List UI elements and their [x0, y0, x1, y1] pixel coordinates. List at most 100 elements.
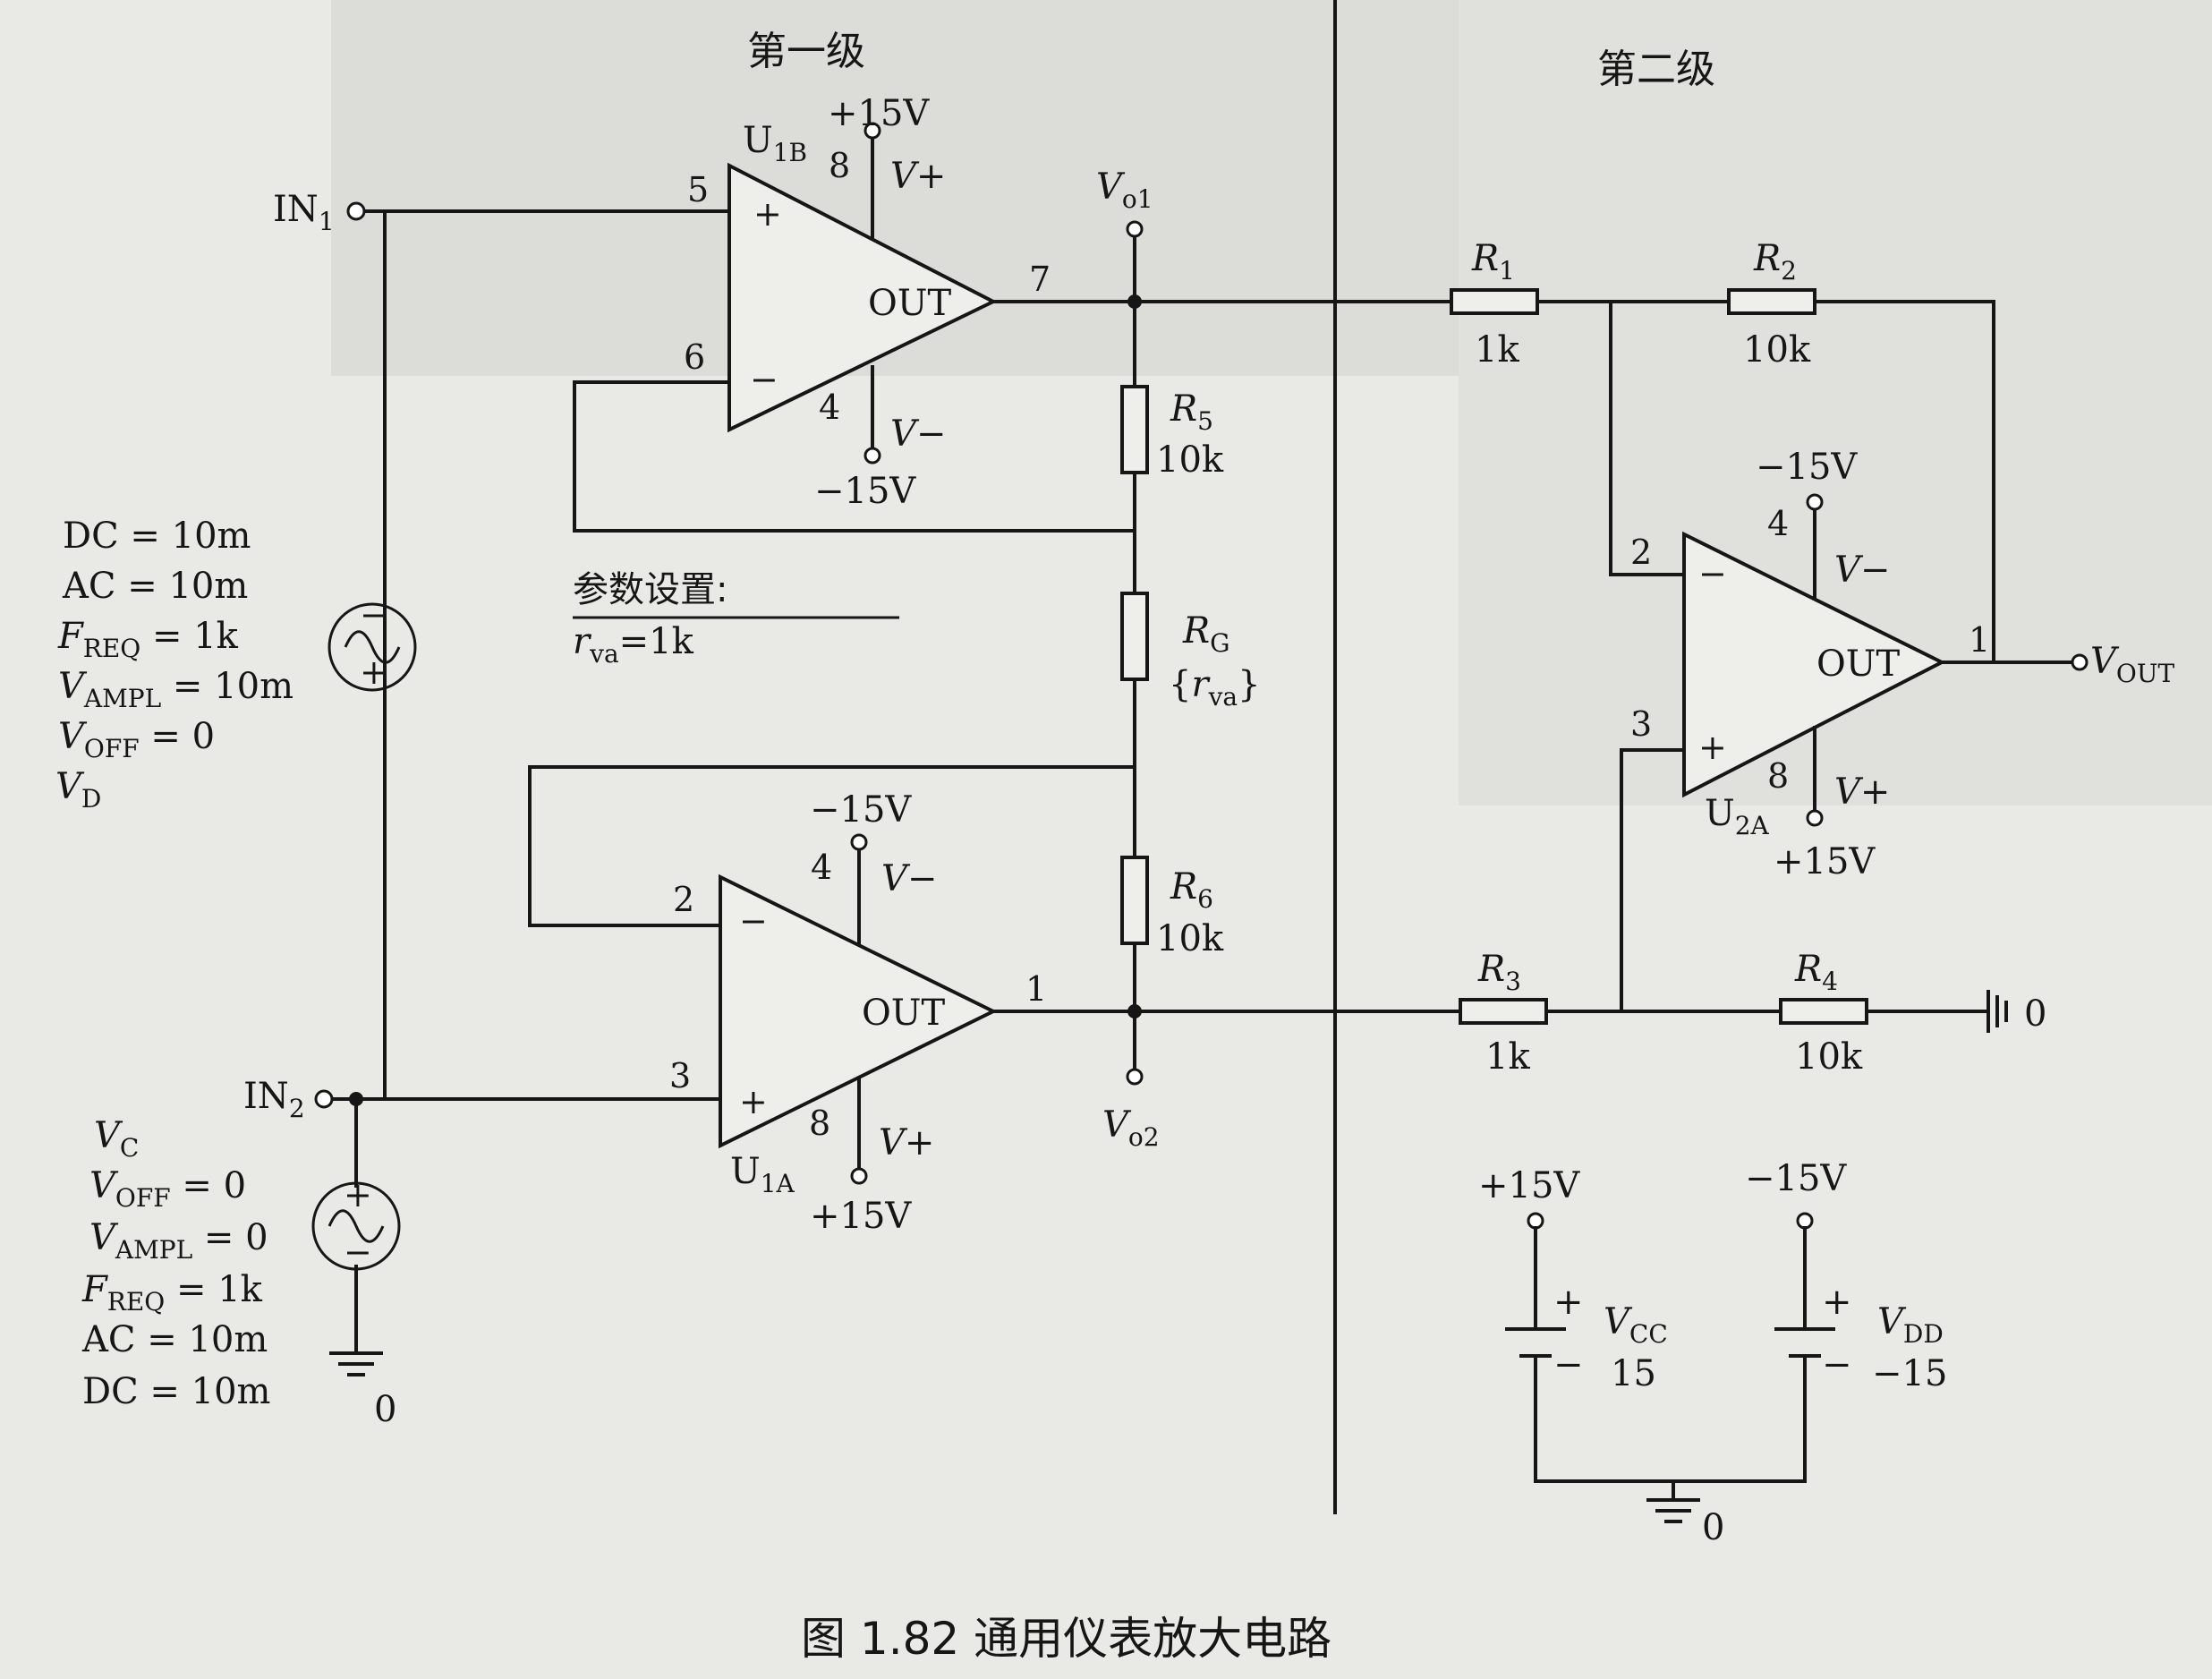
vd-voff: VOFF = 0	[58, 716, 215, 763]
vc-ac: AC = 10m	[81, 1319, 268, 1360]
u2a-vminus-label: V−	[1834, 550, 1890, 591]
resistor-r2[interactable]: R2 10k	[1727, 238, 1816, 371]
u1a-name: U1A	[730, 1151, 795, 1198]
u1b-supply-top-label: +15V	[828, 93, 930, 134]
r6-value: 10k	[1156, 918, 1224, 959]
svg-text:+: +	[360, 652, 388, 692]
vd-name: VD	[55, 766, 101, 814]
resistor-r1[interactable]: R1 1k	[1450, 238, 1539, 371]
u1b-plus-sign: +	[753, 194, 782, 234]
vc-freq: FREQ = 1k	[81, 1269, 263, 1317]
wiring	[328, 209, 2075, 1353]
vo2-terminal[interactable]	[1126, 1068, 1144, 1086]
opamp-u1a: − + OUT 2 3 1 4 8 −15V +15V V− V+ U1A	[669, 789, 1047, 1237]
u1b-pin-5: 5	[687, 170, 709, 209]
vc-ground-label: 0	[374, 1389, 396, 1430]
rg-name: RG	[1182, 610, 1230, 658]
u2a-pin-4: 4	[1767, 504, 1789, 543]
u2a-supply-top-label: −15V	[1756, 447, 1858, 488]
junction-dots	[349, 294, 1142, 1106]
vd-vampl: VAMPL = 10m	[58, 666, 294, 713]
resistor-r5[interactable]: R5 10k	[1120, 385, 1224, 481]
u2a-pin-8: 8	[1767, 756, 1789, 796]
vo1-label: Vo1	[1096, 166, 1153, 214]
r4-ground-label: 0	[2024, 993, 2046, 1035]
vc-voff: VOFF = 0	[89, 1165, 246, 1213]
u2a-name: U2A	[1705, 793, 1770, 840]
in2-label: IN2	[243, 1076, 305, 1123]
r4-value: 10k	[1795, 1036, 1863, 1078]
resistor-r6[interactable]: R6 10k	[1120, 856, 1224, 959]
voltage-source-vc[interactable]: + −	[311, 1175, 401, 1272]
u1b-vminus-label: V−	[890, 413, 946, 455]
rg-value: {rva}	[1169, 664, 1261, 712]
vdd-minus-sign: −	[1822, 1344, 1852, 1385]
vo1-terminal[interactable]	[1126, 220, 1144, 238]
vo2-label: Vo2	[1102, 1104, 1160, 1152]
u1a-pin-4: 4	[811, 848, 832, 887]
stage1-heading: 第一级	[747, 29, 865, 74]
u1a-supply-bottom-terminal[interactable]	[850, 1167, 868, 1185]
vcc-value: 15	[1611, 1353, 1656, 1394]
resistor-r4[interactable]: R4 10k	[1779, 949, 1868, 1078]
r6-name: R6	[1170, 866, 1213, 914]
resistor-rg[interactable]: RG {rva}	[1120, 592, 1261, 712]
voltage-source-vd[interactable]: − +	[328, 595, 417, 692]
u1a-out-label: OUT	[862, 993, 946, 1034]
u2a-plus-sign: +	[1698, 728, 1727, 767]
vcc-name: VCC	[1604, 1301, 1668, 1349]
u2a-pin-1: 1	[1969, 620, 1990, 660]
u1a-supply-top-terminal[interactable]	[850, 833, 868, 851]
param-title: 参数设置:	[573, 569, 727, 610]
u1a-supply-top-label: −15V	[810, 789, 912, 831]
vcc-top-label: +15V	[1478, 1165, 1580, 1206]
u2a-supply-bottom-terminal[interactable]	[1806, 809, 1824, 827]
vd-freq: FREQ = 1k	[57, 616, 239, 663]
dc-supply-vcc[interactable]: +15V + − VCC 15	[1478, 1165, 1668, 1483]
vd-ac: AC = 10m	[62, 566, 248, 607]
vout-label: VOUT	[2090, 641, 2174, 688]
r2-value: 10k	[1743, 329, 1811, 371]
r5-name: R5	[1170, 388, 1213, 436]
background-shading	[331, 0, 2212, 805]
u1a-vminus-label: V−	[881, 858, 937, 899]
vo1-junction-dot	[1127, 294, 1142, 309]
in1-terminal[interactable]	[346, 201, 366, 221]
r5-value: 10k	[1156, 439, 1224, 481]
u2a-supply-top-terminal[interactable]	[1806, 493, 1824, 511]
supply-ground: 0	[1534, 1479, 1807, 1548]
u1b-pin-6: 6	[684, 337, 705, 377]
opamp-u1b: + − OUT 5 6 7 8 4 +15V −15V V+ V− U1B	[684, 93, 1051, 512]
vo2-junction-dot	[1127, 1004, 1142, 1018]
u1a-minus-sign: −	[739, 901, 768, 941]
in2-junction-dot	[349, 1092, 363, 1106]
svg-text:−: −	[344, 1232, 372, 1272]
u1b-supply-bottom-terminal[interactable]	[864, 447, 881, 464]
u1b-vplus-label: V+	[890, 156, 946, 197]
resistor-r3[interactable]: R3 1k	[1459, 949, 1548, 1078]
r2-name: R2	[1753, 238, 1797, 286]
vout-terminal[interactable]	[2071, 653, 2089, 671]
vdd-name: VDD	[1877, 1301, 1944, 1349]
u2a-pin-2: 2	[1630, 533, 1652, 572]
stage2-heading: 第二级	[1597, 47, 1715, 92]
dc-supply-vdd[interactable]: −15V + − VDD −15	[1745, 1158, 1947, 1483]
u1b-supply-top-terminal[interactable]	[864, 122, 881, 140]
u1b-minus-sign: −	[750, 360, 778, 399]
svg-text:+: +	[344, 1175, 372, 1215]
r3-value: 1k	[1485, 1036, 1530, 1078]
vc-dc: DC = 10m	[82, 1371, 270, 1412]
vdd-value: −15	[1872, 1353, 1947, 1394]
in2-terminal[interactable]	[314, 1089, 334, 1109]
u1b-pin-7: 7	[1029, 260, 1051, 299]
u1a-plus-sign: +	[739, 1082, 768, 1121]
vcc-minus-sign: −	[1553, 1344, 1584, 1385]
u1a-pin-1: 1	[1025, 969, 1047, 1009]
u2a-minus-sign: −	[1698, 554, 1727, 593]
source-vd-params: DC = 10m AC = 10m FREQ = 1k VAMPL = 10m …	[55, 516, 294, 814]
vc-name: VC	[94, 1115, 139, 1163]
u2a-out-label: OUT	[1816, 643, 1901, 685]
figure-caption: 图 1.82 通用仪表放大电路	[801, 1613, 1331, 1665]
r4-name: R4	[1794, 949, 1838, 996]
